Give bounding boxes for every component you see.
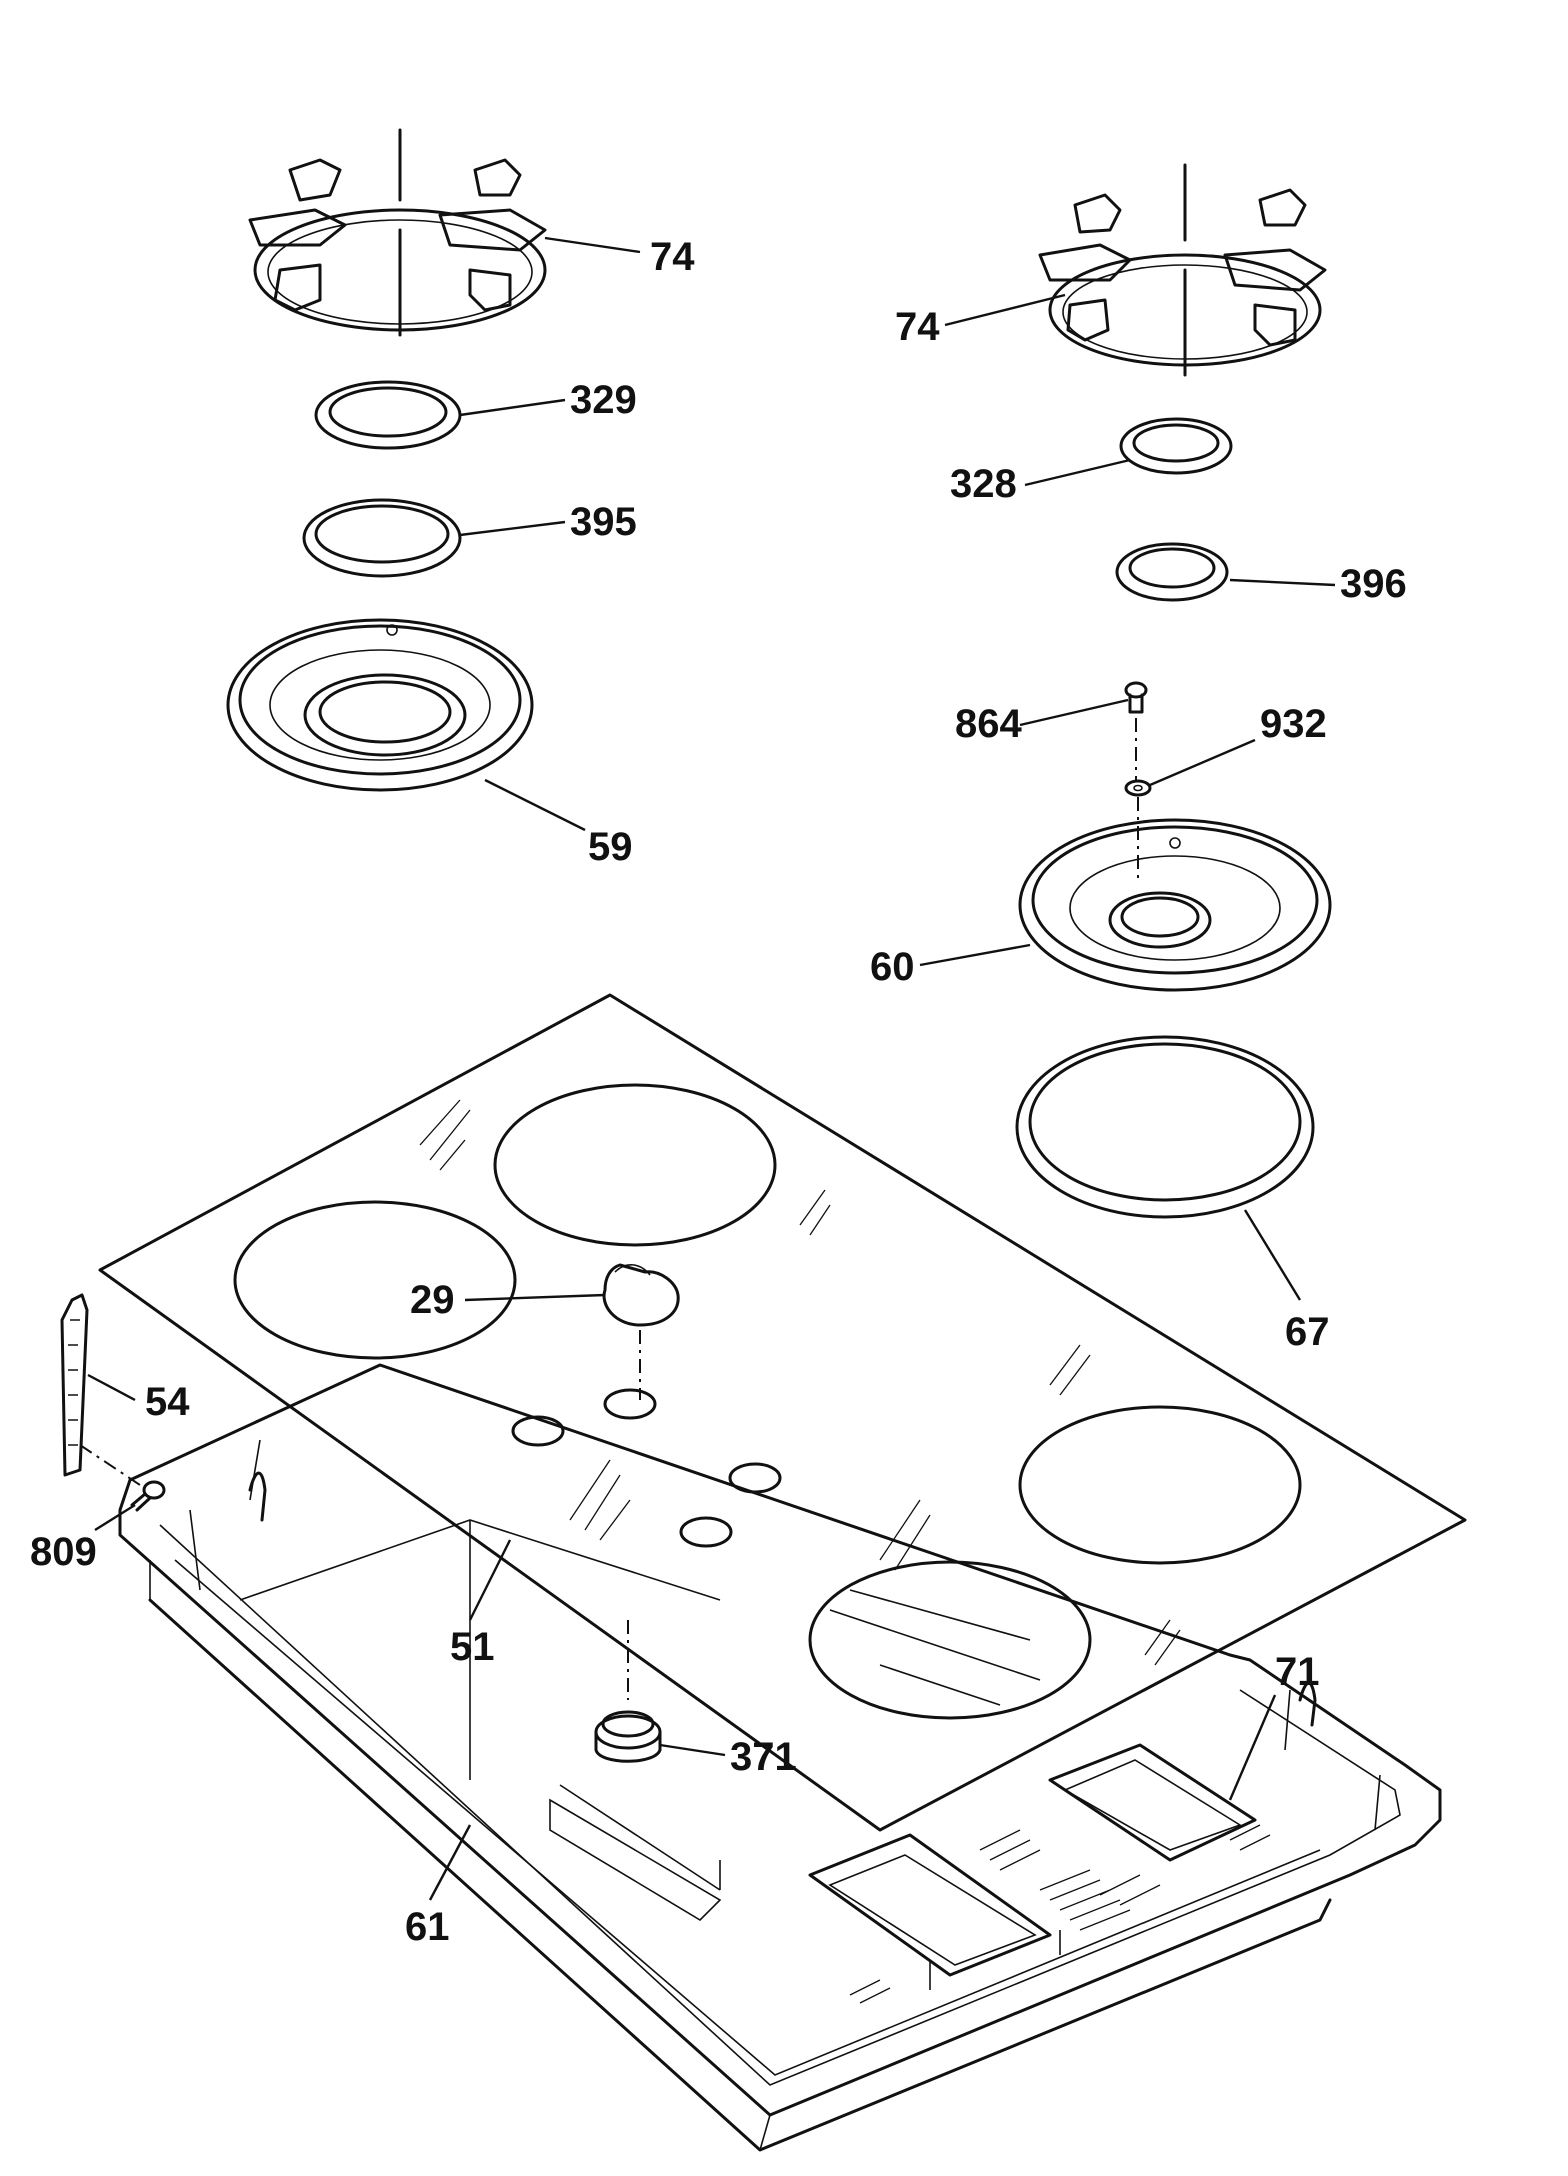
- screw-809: [130, 1480, 166, 1512]
- callout-labels: 74 74 329 395 328 396 864 932 59 60 67 2…: [30, 235, 1407, 1949]
- ring-395: [302, 498, 462, 578]
- callout-61: 61: [405, 1905, 450, 1949]
- mounting-bracket: [60, 1293, 141, 1486]
- callout-51: 51: [450, 1625, 495, 1669]
- drip-pan-59: [226, 618, 534, 792]
- ring-329: [314, 380, 462, 450]
- callout-54: 54: [145, 1380, 190, 1424]
- control-knob: [602, 1263, 680, 1400]
- callout-59: 59: [588, 825, 633, 869]
- callout-29: 29: [410, 1278, 455, 1322]
- callout-864: 864: [955, 702, 1022, 746]
- ring-328: [1119, 417, 1233, 475]
- callout-809: 809: [30, 1530, 97, 1574]
- callout-67: 67: [1285, 1310, 1330, 1354]
- callout-60: 60: [870, 945, 915, 989]
- callout-396: 396: [1340, 562, 1407, 606]
- callout-71: 71: [1275, 1650, 1320, 1694]
- callout-329: 329: [570, 378, 637, 422]
- glass-cooktop: [98, 993, 1467, 1832]
- ring-396: [1115, 542, 1229, 602]
- callout-74-right: 74: [895, 305, 940, 349]
- washer-932: [1124, 718, 1152, 880]
- grate-left: [248, 128, 547, 337]
- callout-395: 395: [570, 500, 637, 544]
- burner-box: [118, 1363, 1442, 2152]
- trim-ring-67: [1015, 1035, 1315, 1219]
- callout-74-left: 74: [650, 235, 695, 279]
- callout-932: 932: [1260, 702, 1327, 746]
- callout-371: 371: [730, 1735, 797, 1779]
- callout-328: 328: [950, 462, 1017, 506]
- grommet: [594, 1620, 662, 1763]
- leader-lines: [87, 236, 1336, 1901]
- screw-864: [1124, 681, 1148, 714]
- grate-right: [1038, 163, 1327, 377]
- drip-pan-60: [1018, 818, 1332, 992]
